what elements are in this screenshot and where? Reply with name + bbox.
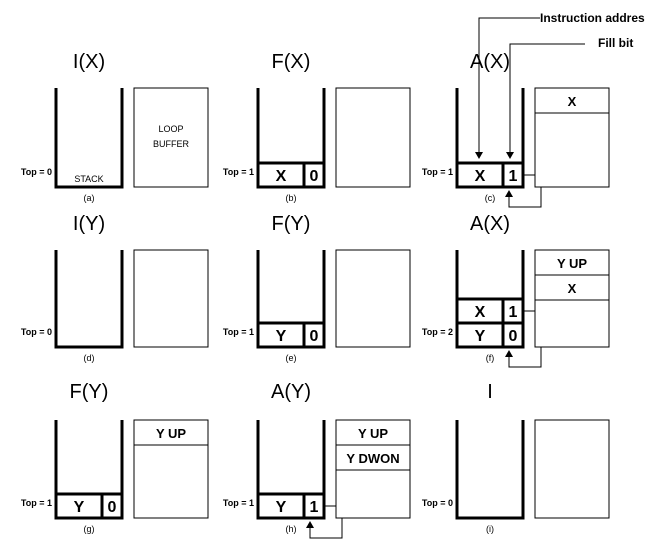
fill-bit-annotation: Fill bit xyxy=(506,36,633,159)
panel-caption: (e) xyxy=(286,353,297,363)
stack-entry-address: X xyxy=(475,168,486,185)
panel-caption: (a) xyxy=(84,193,95,203)
stack-entry-address: Y xyxy=(276,328,287,345)
loop-buffer: Y UP X xyxy=(534,249,610,348)
panel-caption: (b) xyxy=(286,193,297,203)
loop-buffer-box xyxy=(335,419,411,519)
panel-caption: (h) xyxy=(286,524,297,534)
loop-buffer-entry: Y UP xyxy=(358,426,388,441)
loop-buffer-label: BUFFER xyxy=(153,139,190,149)
panel-d: I(Y) Top = 0 (d) xyxy=(21,213,209,363)
panel-title: F(Y) xyxy=(272,213,311,235)
panels: I(X) Top = 0 (a) STACK LOOP BUFFER F(X) Top = 1… xyxy=(21,51,610,539)
stack-entry-fill-bit: 0 xyxy=(108,499,117,516)
loop-buffer: Y UP Y DWON xyxy=(335,419,411,519)
stack-outline xyxy=(455,420,525,520)
panel-title: F(X) xyxy=(272,51,311,73)
panel-title: I(Y) xyxy=(73,213,105,235)
panel-title: A(X) xyxy=(470,213,510,235)
top-pointer-label: Top = 2 xyxy=(422,327,453,337)
loop-buffer-entry: X xyxy=(568,281,577,296)
stack-entry-fill-bit: 0 xyxy=(310,328,319,345)
panel-i: I Top = 0 (i) xyxy=(422,381,610,534)
stack-entry-address: X xyxy=(276,168,287,185)
panel-caption: (d) xyxy=(84,353,95,363)
loop-buffer: Y UP xyxy=(133,419,209,519)
instruction-address-arrow xyxy=(475,17,540,159)
stack-entry-address: Y xyxy=(74,499,85,516)
loop-buffer xyxy=(335,249,411,348)
stack-entry-fill-bit: 0 xyxy=(509,328,518,345)
panel-title: F(Y) xyxy=(70,381,109,403)
loop-buffer-entry: Y UP xyxy=(156,426,186,441)
loop-buffer-box xyxy=(534,419,610,519)
loop-buffer: LOOP BUFFER xyxy=(133,87,209,188)
loop-buffer xyxy=(335,87,411,188)
panel-caption: (i) xyxy=(486,524,494,534)
panel-title: I(X) xyxy=(73,51,105,73)
panel-caption: (g) xyxy=(84,524,95,534)
stack-entry-address: Y xyxy=(475,328,486,345)
loop-buffer-entry: Y DWON xyxy=(346,451,399,466)
stack-entry-address: X xyxy=(475,304,486,321)
panel-title: A(X) xyxy=(470,51,510,73)
loop-buffer: X xyxy=(534,87,610,188)
panel-caption: (f) xyxy=(486,353,495,363)
loop-buffer xyxy=(133,249,209,348)
loop-buffer-box xyxy=(133,249,209,348)
panel-title: I xyxy=(487,381,493,403)
loop-buffer xyxy=(534,419,610,519)
stack-entry-box xyxy=(256,161,326,189)
top-pointer-label: Top = 1 xyxy=(422,167,453,177)
loop-buffer-box xyxy=(133,87,209,188)
stack-label: STACK xyxy=(74,174,103,184)
loop-buffer-box xyxy=(335,87,411,188)
loop-buffer-box xyxy=(133,419,209,519)
stack-outline xyxy=(54,88,124,189)
stack-outline xyxy=(54,250,124,349)
loop-buffer-box xyxy=(534,249,610,348)
panel-caption: (c) xyxy=(485,193,496,203)
top-pointer-label: Top = 1 xyxy=(223,327,254,337)
fill-bit-arrow xyxy=(506,43,585,159)
top-pointer-label: Top = 0 xyxy=(21,167,52,177)
fill-bit-label: Fill bit xyxy=(598,36,633,50)
stack-entry-fill-bit: 1 xyxy=(509,168,518,185)
loop-buffer-box xyxy=(335,249,411,348)
stack-entry-box xyxy=(54,492,124,520)
loop-buffer-entry: Y UP xyxy=(557,256,587,271)
stack-entry-address: Y xyxy=(276,499,287,516)
top-pointer-label: Top = 0 xyxy=(422,498,453,508)
top-pointer-label: Top = 1 xyxy=(223,498,254,508)
loop-buffer-label: LOOP xyxy=(158,124,183,134)
top-pointer-label: Top = 1 xyxy=(21,498,52,508)
stack-entry-fill-bit: 0 xyxy=(310,168,319,185)
stack-entry-fill-bit: 1 xyxy=(509,304,518,321)
top-pointer-label: Top = 1 xyxy=(223,167,254,177)
loop-buffer-box xyxy=(534,87,610,188)
loop-buffer-entry: X xyxy=(568,94,577,109)
top-pointer-label: Top = 0 xyxy=(21,327,52,337)
instruction-address-label: Instruction addres xyxy=(540,11,645,25)
stack-entry-fill-bit: 1 xyxy=(310,499,319,516)
stack-entry-box xyxy=(455,321,525,349)
panel-a: I(X) Top = 0 (a) STACK LOOP BUFFER xyxy=(21,51,209,203)
panel-title: A(Y) xyxy=(271,381,311,403)
instruction-address-annotation: Instruction addres xyxy=(475,11,645,159)
stack-entry-box xyxy=(256,321,326,349)
